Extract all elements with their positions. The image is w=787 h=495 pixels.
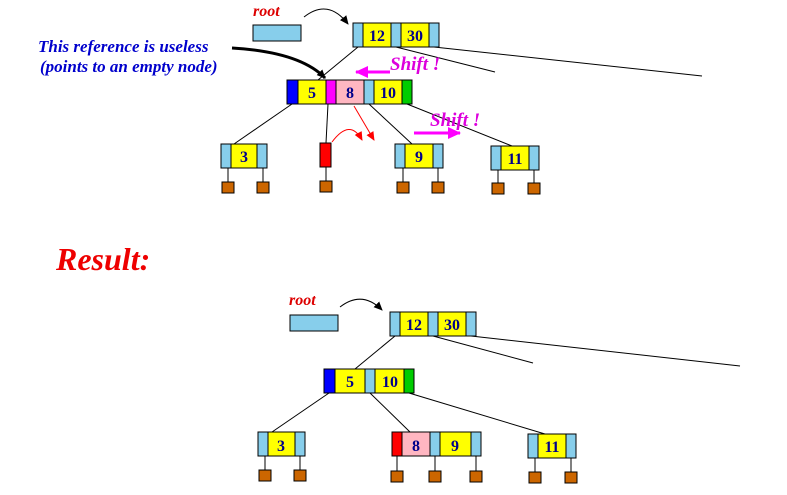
edge	[369, 392, 411, 433]
root-label: root	[253, 3, 280, 20]
annotation-line-2: (points to an empty node)	[40, 57, 218, 76]
shift-label-2: Shift !	[430, 110, 480, 131]
leaf-key: 9	[415, 149, 423, 166]
result-label: Result:	[55, 241, 150, 277]
internal-key-1: 5	[308, 85, 316, 102]
leaf-key: 11	[544, 439, 559, 456]
root-key-1: 12	[369, 28, 385, 45]
annotation-line-1: This reference is useless	[38, 37, 209, 56]
edge	[395, 46, 496, 73]
merged-leaf-node: 8 9	[390, 431, 483, 483]
root-pointer-box	[289, 314, 339, 332]
leaf-node: 11	[527, 433, 578, 484]
edge	[368, 103, 413, 145]
root-key-2: 30	[444, 317, 460, 334]
edge	[433, 46, 703, 77]
leaf-key: 9	[451, 438, 459, 455]
root-pointer-arrow	[339, 298, 383, 311]
after-tree: root 12 30 5 10	[257, 292, 741, 484]
internal-key-3: 10	[380, 85, 396, 102]
shift-label-1: Shift !	[390, 54, 440, 75]
root-pointer-box	[252, 24, 302, 42]
edge	[271, 392, 330, 433]
root-key-2: 30	[407, 28, 423, 45]
leaf-key: 11	[507, 151, 522, 168]
leaf-node: 11	[490, 145, 541, 195]
leaf-node: 3	[220, 143, 270, 194]
root-key-1: 12	[406, 317, 422, 334]
edge	[354, 335, 396, 370]
root-node: 12 30	[352, 22, 440, 48]
merge-arrow	[331, 129, 363, 143]
internal-key-2: 8	[346, 85, 354, 102]
edge	[408, 392, 546, 435]
edge	[406, 103, 513, 147]
leaf-node: 3	[257, 431, 307, 482]
leaf-key: 3	[277, 438, 285, 455]
edge	[233, 103, 293, 145]
internal-node: 5 8 10	[286, 79, 413, 105]
internal-node: 5 10	[323, 368, 415, 394]
internal-key-2: 10	[382, 374, 398, 391]
root-pointer-arrow	[303, 8, 349, 25]
root-label: root	[289, 292, 316, 309]
key-move-arrow	[353, 105, 375, 141]
edge	[325, 103, 329, 144]
edge	[470, 335, 741, 367]
root-node: 12 30	[389, 311, 477, 337]
edge	[432, 335, 534, 364]
internal-key-1: 5	[346, 374, 354, 391]
leaf-node: 9	[394, 143, 445, 194]
leaf-key: 8	[412, 438, 420, 455]
leaf-key: 3	[240, 149, 248, 166]
annotation-arrow	[231, 46, 327, 80]
before-tree: root 12 30 5 8 10	[38, 3, 703, 195]
empty-leaf-node	[319, 142, 333, 193]
